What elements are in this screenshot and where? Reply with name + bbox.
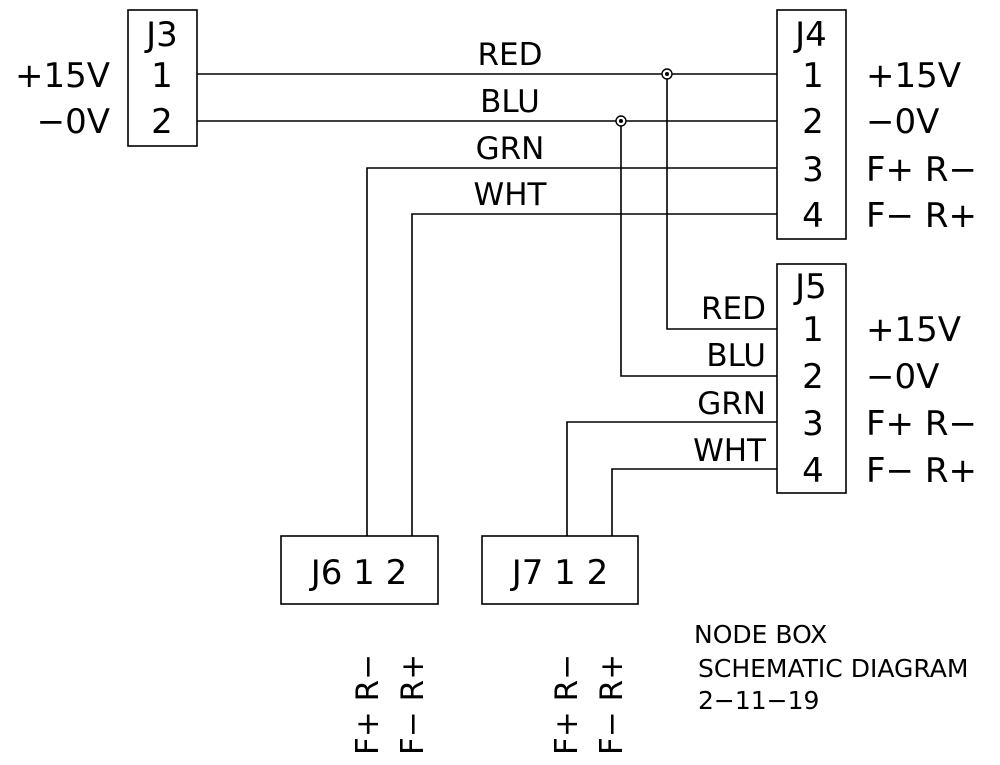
j3-signal-1: +15V <box>15 56 110 96</box>
title-block: NODE BOX SCHEMATIC DIAGRAM 2−11−19 <box>694 620 968 715</box>
wire-label-wht: WHT <box>474 177 548 213</box>
wire-wht-j6 <box>411 213 777 536</box>
j6-pin2-signal: F− R+ <box>395 654 431 755</box>
j7-label: J7 1 2 <box>510 553 609 593</box>
j5-title: J5 <box>793 267 827 307</box>
j6-pin1-signal: F+ R− <box>350 654 386 755</box>
j4-pin-1: 1 <box>802 56 824 96</box>
wire-labels-top: RED BLU GRN WHT <box>474 37 548 213</box>
j4-signal-2: −0V <box>866 102 939 142</box>
j6-box <box>280 535 439 605</box>
wire-blu-j5 <box>620 121 777 377</box>
wire-labels-j5: RED BLU GRN WHT <box>693 291 767 469</box>
j4-title: J4 <box>793 15 827 55</box>
j3-box <box>127 9 198 147</box>
note-line-1: NODE BOX <box>694 620 827 649</box>
wire-red-j5 <box>666 74 777 330</box>
j6-pin-labels: F+ R− F− R+ <box>350 654 431 755</box>
j5-wire-label-grn: GRN <box>697 386 766 422</box>
j5-wire-label-blu: BLU <box>706 338 766 374</box>
j4-pin-3: 3 <box>802 150 824 190</box>
connector-j6: J6 1 2 <box>280 535 439 605</box>
junction-dot-blu <box>615 115 627 127</box>
note-line-2: SCHEMATIC DIAGRAM <box>698 654 968 683</box>
wire-label-blu: BLU <box>480 84 540 120</box>
j5-signal-3: F+ R− <box>866 404 977 444</box>
j5-pin-1: 1 <box>802 310 824 350</box>
j4-signal-3: F+ R− <box>866 150 977 190</box>
j7-pin-labels: F+ R− F− R+ <box>549 654 630 755</box>
j5-box <box>776 263 847 494</box>
j7-pin2-signal: F− R+ <box>594 654 630 755</box>
j3-title: J3 <box>144 15 178 55</box>
junction-dot-red <box>661 68 673 80</box>
j6-label: J6 1 2 <box>309 553 408 593</box>
j7-box <box>481 535 639 605</box>
connector-j3: J3 1 2 +15V −0V <box>15 9 198 147</box>
wire-label-grn: GRN <box>476 131 545 167</box>
wire-grn-j6 <box>366 167 777 536</box>
connector-j7: J7 1 2 <box>481 535 639 605</box>
j4-pin-4: 4 <box>802 196 824 236</box>
wire-wht-j7 <box>611 468 777 536</box>
j3-signal-2: −0V <box>37 102 110 142</box>
j4-pin-2: 2 <box>802 102 824 142</box>
j5-signal-4: F− R+ <box>866 451 977 491</box>
j5-pin-4: 4 <box>802 451 824 491</box>
j5-signal-2: −0V <box>866 357 939 397</box>
connector-j5: J5 1 2 3 4 +15V −0V F+ R− F− R+ <box>776 263 977 494</box>
j7-pin1-signal: F+ R− <box>549 654 585 755</box>
j5-pin-3: 3 <box>802 404 824 444</box>
wire-grn-j7 <box>566 421 777 536</box>
j5-wire-label-wht: WHT <box>693 433 767 469</box>
j3-pin-2: 2 <box>151 102 173 142</box>
wire-label-red: RED <box>478 37 543 73</box>
j4-signal-4: F− R+ <box>866 196 977 236</box>
note-line-3: 2−11−19 <box>698 686 819 715</box>
j4-box <box>776 9 847 240</box>
j3-pin-1: 1 <box>151 56 173 96</box>
j5-signal-1: +15V <box>866 310 961 350</box>
j5-wire-label-red: RED <box>701 291 766 327</box>
wiring <box>197 68 777 536</box>
j4-signal-1: +15V <box>866 56 961 96</box>
j5-pin-2: 2 <box>802 357 824 397</box>
connector-j4: J4 1 2 3 4 +15V −0V F+ R− F− R+ <box>776 9 977 240</box>
